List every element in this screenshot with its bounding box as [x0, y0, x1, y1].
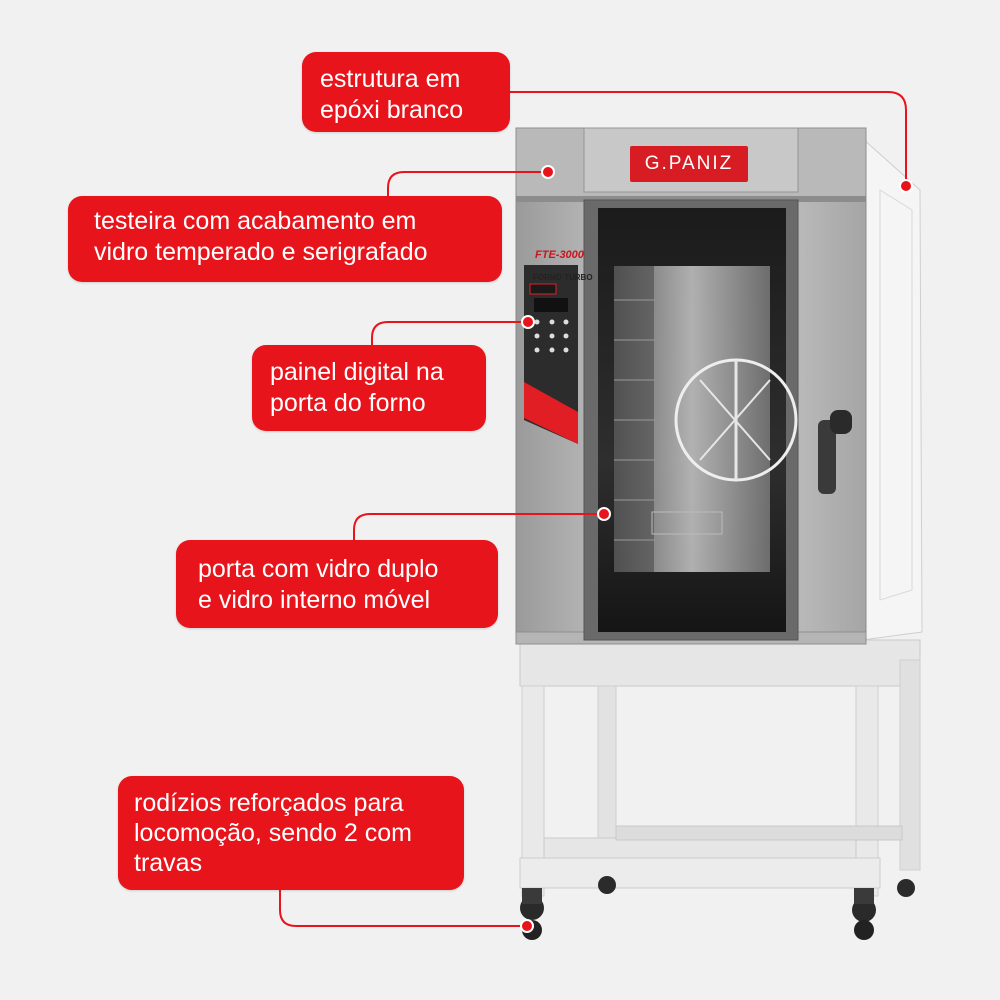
door-handle: [818, 410, 852, 494]
callout-line: epóxi branco: [320, 96, 464, 124]
callout-line: travas: [134, 849, 203, 877]
callout-line: porta do forno: [270, 389, 426, 417]
brand-logo: G.PANIZ: [630, 146, 748, 182]
callout-line: testeira com acabamento em: [94, 207, 417, 235]
callout-door-glass: porta com vidro duplo e vidro interno mó…: [176, 540, 498, 628]
stand: [519, 639, 921, 940]
model-label: FTE-3000: [535, 249, 584, 261]
callout-structure: estrutura em epóxi branco: [302, 52, 510, 132]
panel-label: FORNO TURBO: [533, 273, 593, 282]
connector-lines: [279, 91, 907, 927]
callout-line: porta com vidro duplo: [198, 555, 439, 583]
connector-dots: [520, 165, 913, 933]
control-panel: [524, 265, 578, 444]
oven-door: [583, 199, 799, 641]
callout-line: locomoção, sendo 2 com: [134, 819, 412, 847]
callout-line: estrutura em: [320, 65, 461, 93]
callout-casters: rodízios reforçados para locomoção, send…: [118, 776, 464, 890]
callout-line: rodízios reforçados para: [134, 789, 404, 817]
callout-line: e vidro interno móvel: [198, 586, 431, 614]
callout-front-panel: testeira com acabamento em vidro tempera…: [68, 196, 502, 282]
oven-side: [861, 136, 923, 641]
callout-line: vidro temperado e serigrafado: [94, 238, 428, 266]
callout-digital-panel: painel digital na porta do forno: [252, 345, 486, 431]
callout-line: painel digital na: [270, 358, 444, 386]
